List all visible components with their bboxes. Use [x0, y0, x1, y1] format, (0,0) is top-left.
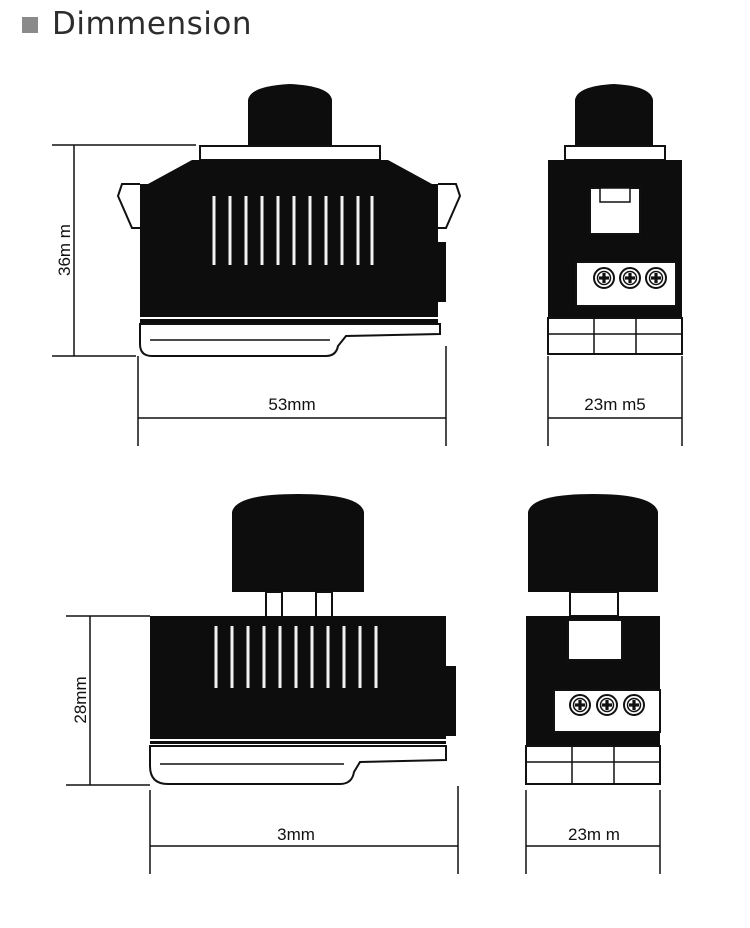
front-width-label-top: 53mm [268, 395, 315, 414]
side-view-bottom [525, 494, 661, 785]
knob-bottom-front [232, 494, 364, 592]
front-width-label-bottom: 3mm [277, 825, 315, 844]
housing-bottom-front [150, 616, 446, 744]
front-view-top [116, 84, 462, 357]
section-header: Dimmension [22, 4, 252, 44]
shaft-right-bottom-front [315, 591, 333, 619]
knob-top-side [575, 84, 653, 145]
side-tab-bottom-front [446, 666, 456, 736]
dimension-lines-top [52, 144, 683, 446]
shaft-left-bottom-front [265, 591, 283, 619]
knob-bottom-side [528, 494, 658, 592]
base-tab-bottom-front [149, 745, 447, 785]
housing-top-front [140, 184, 438, 324]
clip-left-top-front [116, 183, 140, 229]
side-width-label-bottom: 23m m [568, 825, 620, 844]
side-tab-top-front [438, 242, 446, 302]
height-label-bottom: 28mm [71, 676, 90, 723]
square-bullet-icon [22, 17, 38, 33]
bezel-skirt-top-front [148, 160, 432, 184]
knob-top-front [248, 84, 332, 145]
clip-right-top-front [438, 183, 462, 229]
height-label-top: 36m m [55, 224, 74, 276]
page-title: Dimmension [52, 6, 252, 42]
side-width-label-top: 23m m5 [584, 395, 645, 414]
dimension-lines-bottom [66, 615, 661, 874]
shaft-bottom-side [569, 591, 619, 617]
front-view-bottom [149, 494, 456, 785]
side-view-top [547, 84, 683, 355]
latch-bottom-side [567, 619, 623, 661]
bezel-top-front [199, 145, 381, 161]
